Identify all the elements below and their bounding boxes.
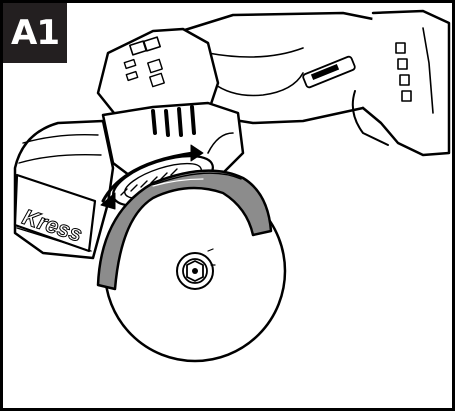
figure-label-badge: A1 <box>3 3 67 63</box>
blade-housing <box>13 119 115 260</box>
tool-illustration: Kress <box>13 9 451 363</box>
tool-upper-housing <box>96 27 220 123</box>
blade-guard <box>96 169 273 291</box>
rotation-arrow-icon <box>100 144 204 210</box>
